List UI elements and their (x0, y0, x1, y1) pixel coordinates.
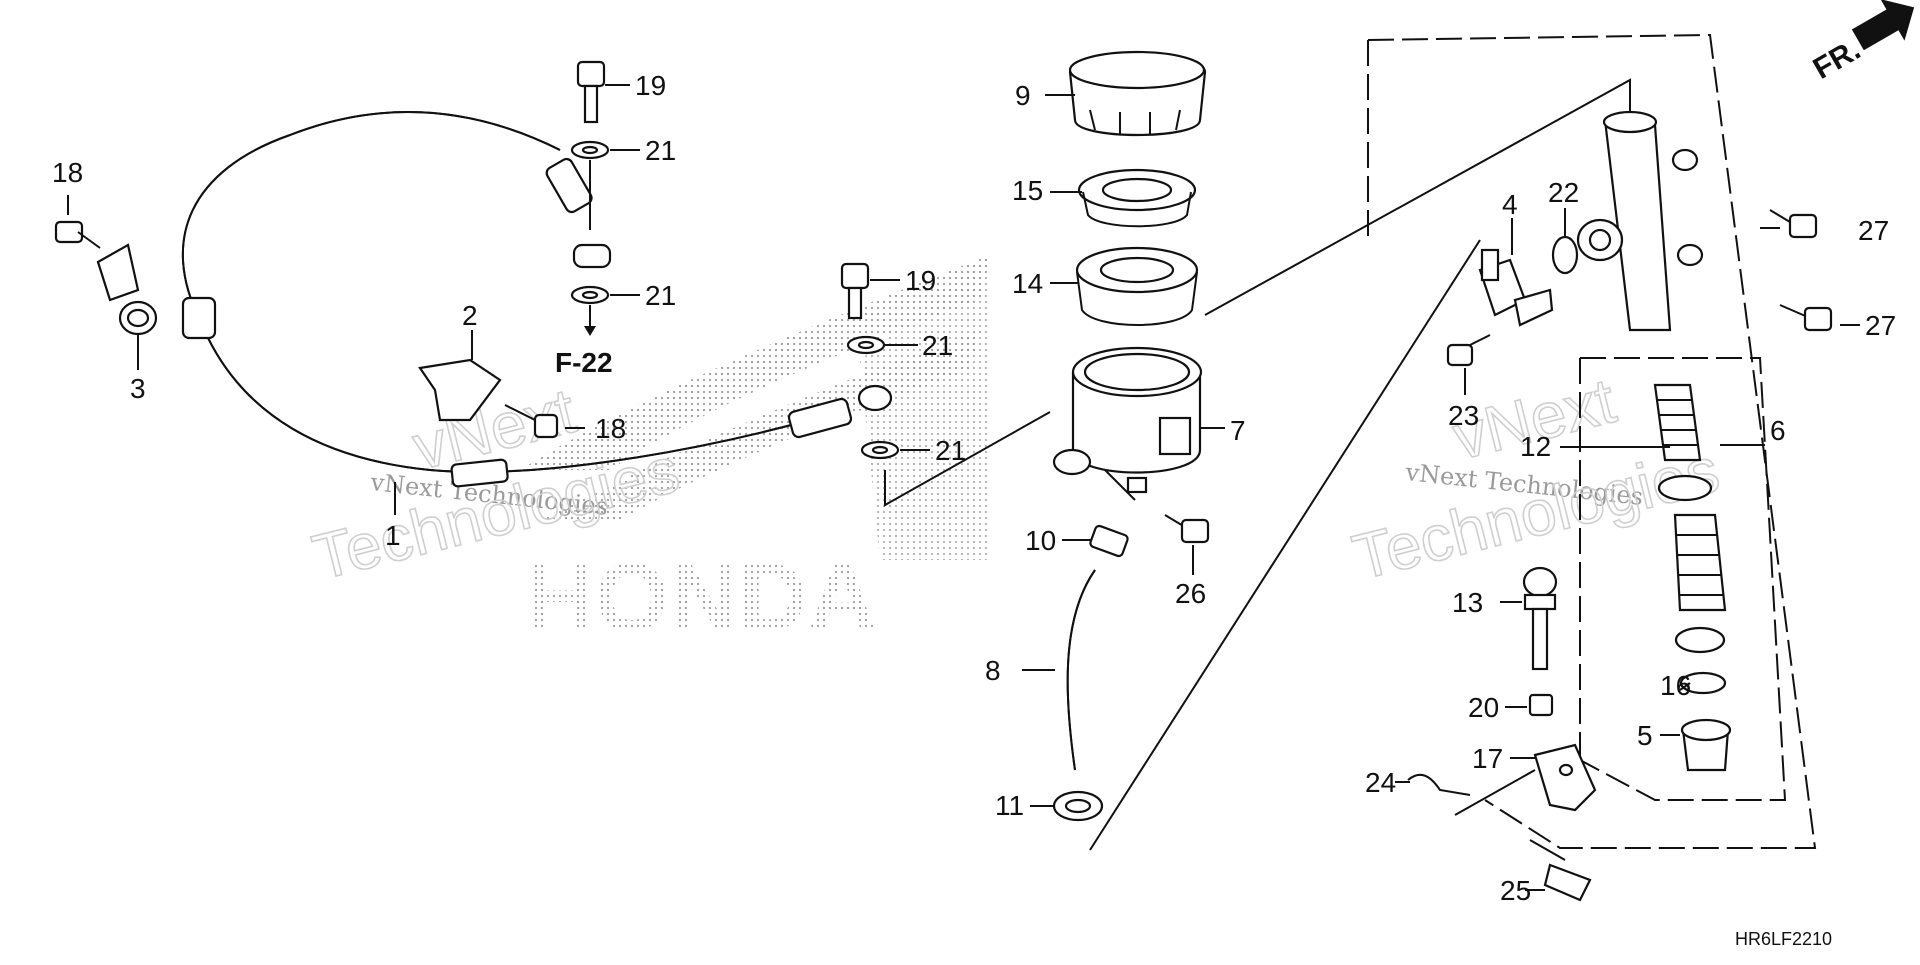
joint-pin-25 (1529, 839, 1592, 902)
cotter-pin-24 (1407, 773, 1471, 796)
master-cylinder-body (1576, 110, 1704, 332)
callout-21-a: 21 (645, 135, 676, 166)
callouts: 1 2 3 4 5 6 7 8 9 10 11 12 13 14 15 16 1… (52, 70, 1896, 906)
callout-6: 6 (1770, 415, 1786, 446)
callout-19-mid: 19 (905, 265, 936, 296)
callout-1: 1 (385, 520, 401, 551)
banjo-bolt-19-top (570, 60, 612, 336)
reservoir-hose-8 (1066, 569, 1096, 771)
callout-27-b: 27 (1865, 310, 1896, 341)
seal-16 (1679, 671, 1727, 695)
bolt-18-left (54, 220, 101, 249)
callout-5: 5 (1637, 720, 1653, 751)
bracket-2 (418, 358, 559, 439)
callout-4: 4 (1502, 189, 1518, 220)
diaphragm-plate-15 (1077, 168, 1197, 228)
front-direction-arrow: FR. (1808, 0, 1915, 86)
callout-10: 10 (1025, 525, 1056, 556)
hose-end-fitting (787, 397, 853, 439)
callout-9: 9 (1015, 80, 1031, 111)
callout-16: 16 (1660, 670, 1691, 701)
hose-clip-11 (1052, 790, 1104, 822)
reservoir-cap-9 (1068, 50, 1207, 137)
bolts-27 (1769, 209, 1833, 332)
boot-5 (1680, 718, 1732, 772)
callout-14: 14 (1012, 268, 1043, 299)
diaphragm-14 (1075, 246, 1199, 326)
callout-24: 24 (1365, 767, 1396, 798)
callout-18-left: 18 (52, 157, 83, 188)
callout-23: 23 (1448, 400, 1479, 431)
hose-clip-10 (1089, 524, 1129, 558)
banjo-bolt-19-mid (840, 262, 900, 460)
front-label: FR. (1808, 33, 1866, 86)
callout-2: 2 (462, 300, 478, 331)
reservoir-7 (1052, 346, 1203, 494)
diagram-code: HR6LF2210 (1735, 929, 1832, 949)
push-rod-13 (1522, 566, 1558, 671)
leader-lines (67, 84, 1860, 891)
callout-12: 12 (1520, 431, 1551, 462)
callout-15: 15 (1012, 175, 1043, 206)
callout-27-a: 27 (1858, 215, 1889, 246)
honda-wing-logo: HONDA (520, 255, 990, 651)
hose-fitting (181, 296, 217, 340)
callout-21-c: 21 (922, 330, 953, 361)
clamp-3 (96, 243, 158, 336)
nut-20 (1528, 693, 1554, 717)
callout-19-top: 19 (635, 70, 666, 101)
callout-3: 3 (130, 373, 146, 404)
brand-text: HONDA (525, 544, 877, 651)
callout-11: 11 (995, 790, 1024, 821)
oring-22 (1551, 235, 1579, 275)
callout-26: 26 (1175, 578, 1206, 609)
bolt-26 (1164, 514, 1210, 544)
piston-spring-12 (1653, 383, 1727, 654)
joint-4 (1478, 248, 1554, 327)
hose-end-fitting (545, 157, 593, 214)
callout-18-center: 18 (595, 413, 626, 444)
callout-25: 25 (1500, 875, 1531, 906)
bolt-23 (1446, 334, 1491, 367)
callout-17: 17 (1472, 743, 1503, 774)
callout-21-d: 21 (935, 435, 966, 466)
clevis-17 (1533, 743, 1597, 812)
master-cylinder-box-6 (1367, 33, 1817, 849)
callout-20: 20 (1468, 692, 1499, 723)
callout-7: 7 (1230, 415, 1246, 446)
callout-8: 8 (985, 655, 1001, 686)
brake-hose-group (181, 111, 853, 488)
callout-21-b: 21 (645, 280, 676, 311)
callout-22: 22 (1548, 177, 1579, 208)
reference-f22: F-22 (555, 347, 613, 378)
callout-13: 13 (1452, 587, 1483, 618)
hose-clamp (450, 458, 509, 488)
